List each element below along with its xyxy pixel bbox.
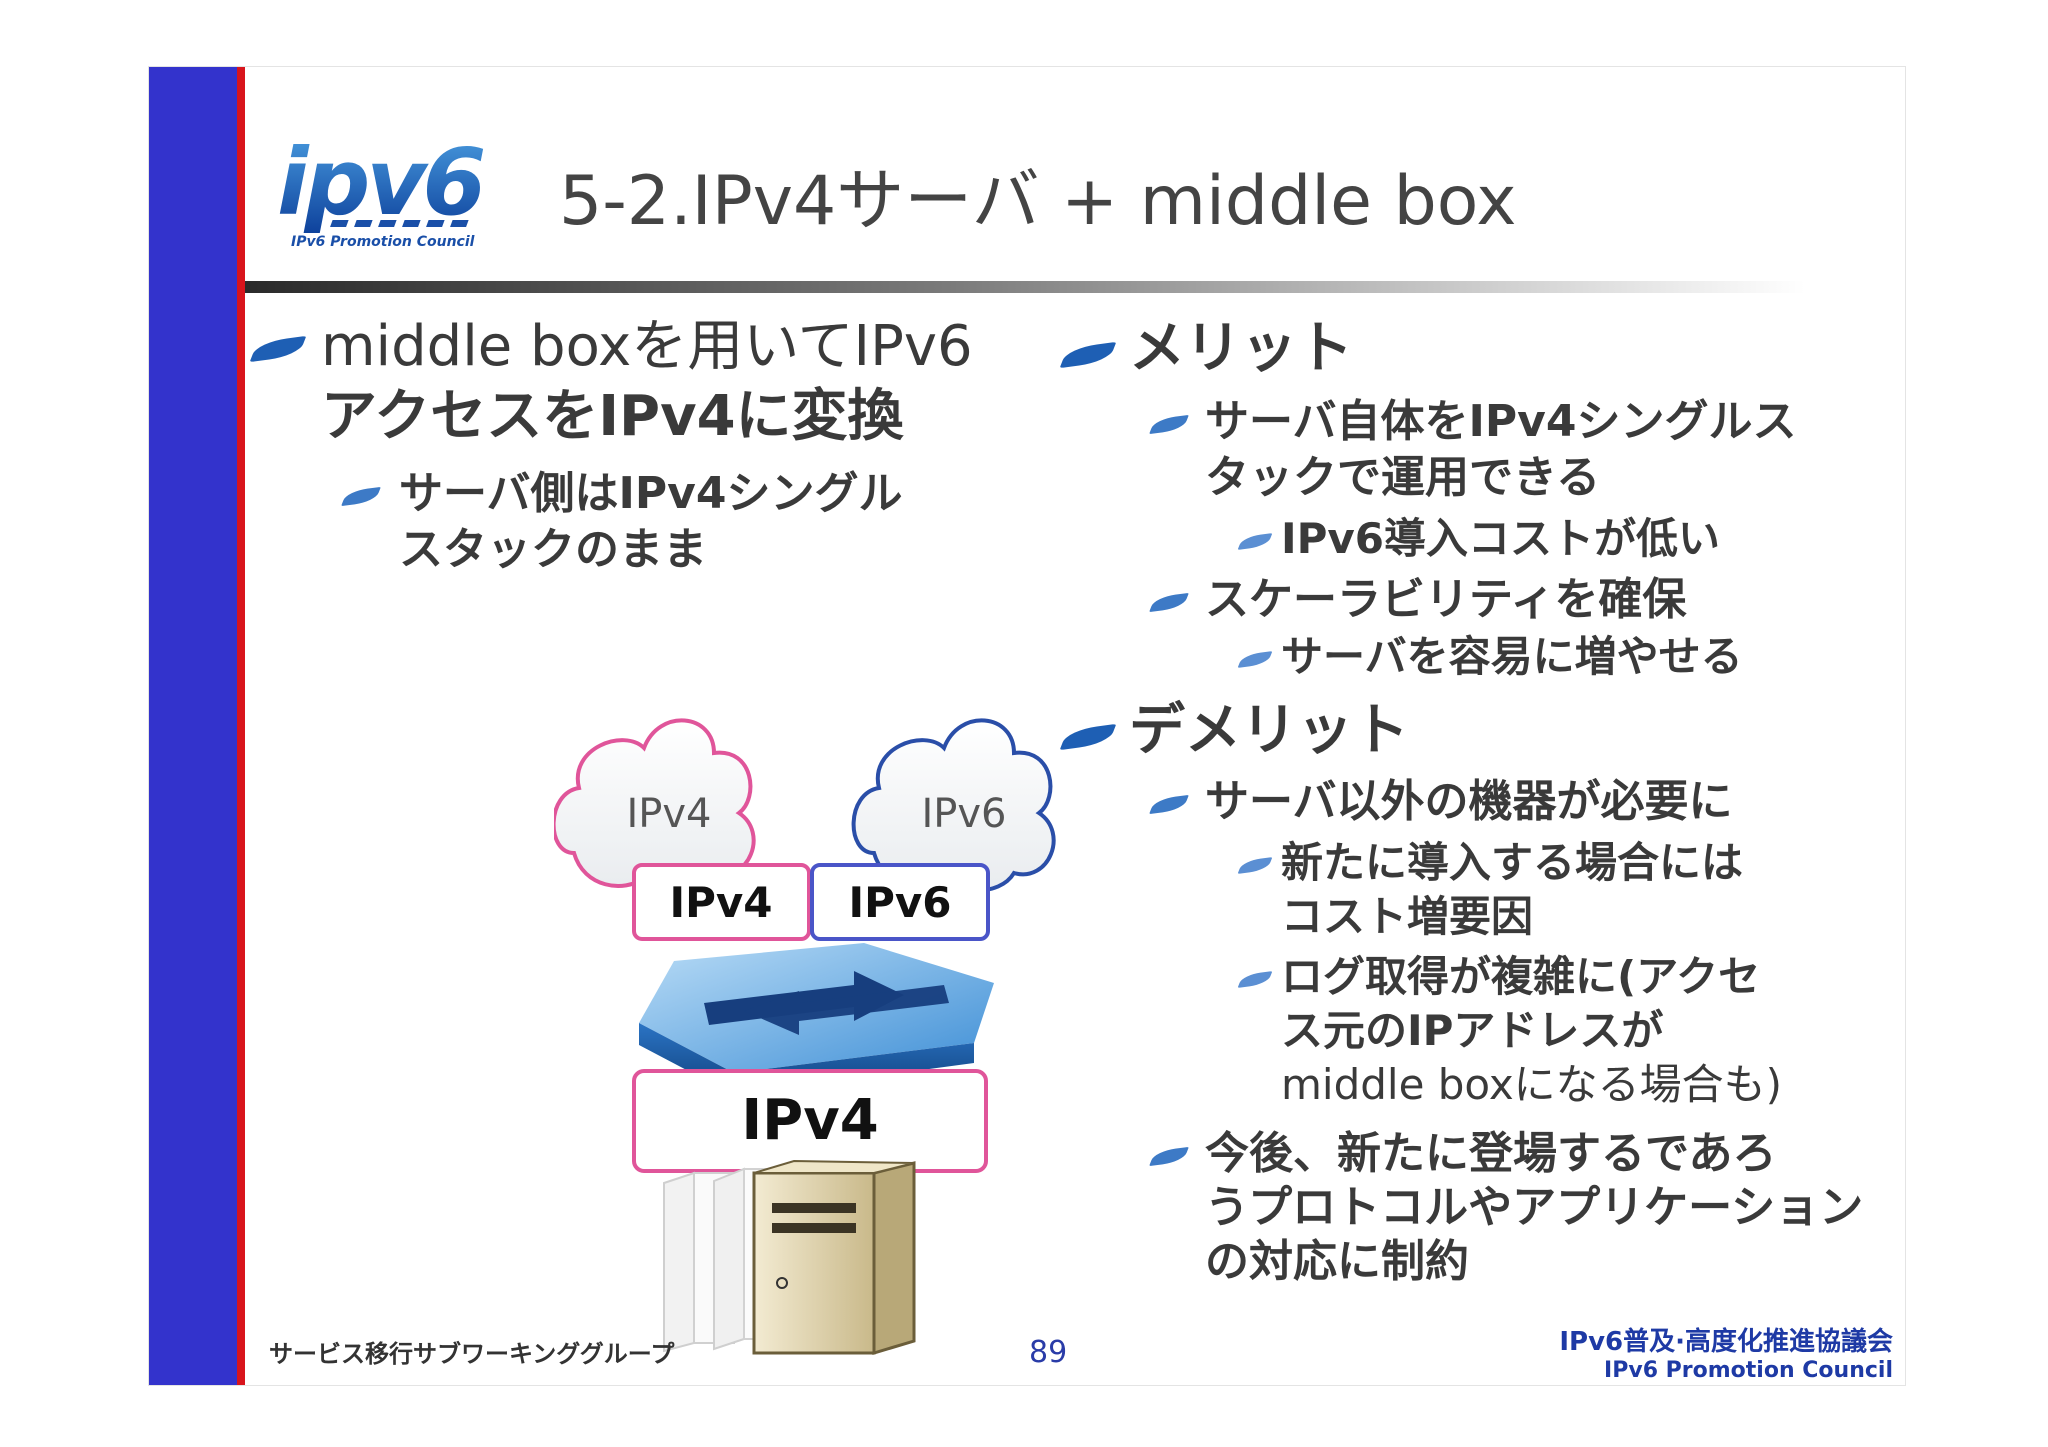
network-diagram-svg: IPv4 IPv6 IPv4 IPv6 IPv4 xyxy=(551,718,1056,1356)
server-rack-icon xyxy=(663,1159,916,1356)
bullet-leaf-icon xyxy=(1237,971,1273,988)
left-bullet1-sub-line1: サーバ側はIPv4シングル xyxy=(399,468,903,519)
title-divider xyxy=(245,281,1805,293)
slide-title: 5-2.IPv4サーバ + middle box xyxy=(559,162,1517,241)
demerit-heading: デメリット xyxy=(1129,698,1409,763)
bullet-leaf-icon xyxy=(1237,651,1273,668)
demerit-item2-line3: の対応に制約 xyxy=(1205,1236,1469,1287)
middlebox-diagram: IPv4 IPv6 IPv4 IPv6 IPv4 xyxy=(551,703,1094,1363)
merit-item2-sub: サーバを容易に増やせる xyxy=(1281,632,1743,681)
footer-group-name: サービス移行サブワーキンググループ xyxy=(269,1340,675,1368)
footer-org-jp: IPv6普及·高度化推進協議会 xyxy=(1559,1327,1893,1357)
left-bullet1-sub-line2: スタックのまま xyxy=(399,524,707,575)
server-ipv4-label: IPv4 xyxy=(741,1088,878,1153)
sidebar-blue-bar xyxy=(149,67,237,1385)
ipv4-stack-label: IPv4 xyxy=(669,878,772,927)
ipv6-stack-label: IPv6 xyxy=(848,878,951,927)
ipv6-logo-icon: ipv6 IPv6 Promotion Council xyxy=(277,129,487,250)
ipv4-cloud-label: IPv4 xyxy=(626,791,711,837)
demerit-item1-sub1-line1: 新たに導入する場合には xyxy=(1281,838,1744,887)
merit-item2: スケーラビリティを確保 xyxy=(1205,574,1687,625)
demerit-item2-line1: 今後、新たに登場するであろ xyxy=(1205,1128,1777,1179)
bullet-leaf-icon xyxy=(1237,857,1273,874)
merit-item1-line2: タックで運用できる xyxy=(1205,452,1601,503)
demerit-item1-sub2-line2: ス元のIPアドレスが xyxy=(1281,1006,1664,1055)
ipv6-logo: ipv6 IPv6 Promotion Council xyxy=(269,129,529,252)
left-bullet1-line2: アクセスをIPv4に変換 xyxy=(321,384,904,449)
merit-item1-sub: IPv6導入コストが低い xyxy=(1281,514,1721,563)
demerit-item1-sub2-line3: middle boxになる場合も) xyxy=(1281,1060,1783,1109)
ipv6-cloud-label: IPv6 xyxy=(921,791,1006,837)
bullet-leaf-icon xyxy=(1059,341,1117,369)
bullet-leaf-icon xyxy=(1237,533,1273,550)
page-number: 89 xyxy=(1029,1335,1068,1370)
logo-mark: ipv6 xyxy=(277,142,483,236)
ipv4-stack-box xyxy=(632,863,811,941)
bullet-leaf-icon xyxy=(1149,592,1189,613)
bullet-leaf-icon xyxy=(1149,414,1189,435)
bullet-leaf-icon xyxy=(249,335,307,363)
merit-item1-line1: サーバ自体をIPv4シングルス xyxy=(1205,396,1797,447)
logo-caption: IPv6 Promotion Council xyxy=(291,234,475,250)
footer-org-en: IPv6 Promotion Council xyxy=(1604,1358,1893,1383)
demerit-item1-sub1-line2: コスト増要因 xyxy=(1281,892,1534,941)
demerit-item1-sub2-line1: ログ取得が複雑に(アクセ xyxy=(1281,952,1761,1001)
left-bullet1-line1: middle boxを用いてIPv6 xyxy=(321,314,973,379)
bullet-leaf-icon xyxy=(341,486,381,507)
merit-heading: メリット xyxy=(1129,316,1353,381)
demerit-item1: サーバ以外の機器が必要に xyxy=(1205,776,1733,827)
bullet-leaf-icon xyxy=(1149,1146,1189,1167)
footer-organization: IPv6普及·高度化推進協議会 IPv6 Promotion Council xyxy=(1559,1321,1893,1383)
slide: ipv6 IPv6 Promotion Council 5-2.IPv4サーバ … xyxy=(148,66,1906,1386)
ipv6-stack-box xyxy=(810,863,990,941)
sidebar-red-bar xyxy=(237,67,245,1385)
bullet-leaf-icon xyxy=(1149,794,1189,815)
demerit-item2-line2: うプロトコルやアプリケーション xyxy=(1205,1182,1864,1233)
